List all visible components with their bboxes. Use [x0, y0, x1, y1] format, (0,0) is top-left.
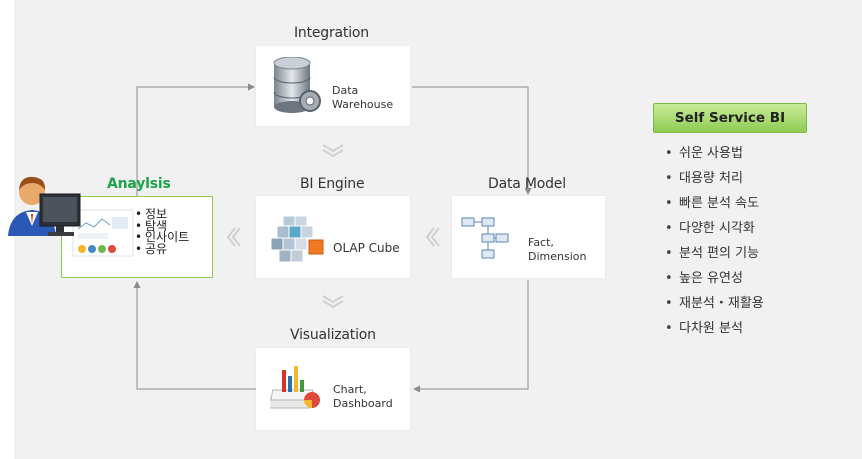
chevron-down-icon — [322, 144, 344, 158]
visualization-title: Visualization — [290, 327, 376, 343]
feature-item: •다차원 분석 — [665, 321, 743, 336]
analysis-card — [61, 196, 213, 278]
visualization-label-line1: Chart, — [333, 383, 367, 396]
chevron-left-icon — [425, 227, 440, 247]
olap-cube-icon — [270, 215, 324, 263]
integration-card: Data Warehouse — [256, 46, 410, 126]
integration-label-line2: Warehouse — [332, 98, 394, 111]
analysis-item: •정보 — [135, 207, 168, 221]
bi-engine-label: OLAP Cube — [333, 241, 400, 255]
integration-label-line1: Data — [332, 84, 359, 97]
schema-diagram-icon — [461, 217, 509, 259]
feature-item: •쉬운 사용법 — [665, 146, 743, 161]
connector-analysis-to-integration — [136, 83, 255, 196]
integration-title: Integration — [294, 25, 369, 41]
connector-datamodel-to-visualization — [413, 280, 529, 393]
feature-item: •높은 유연성 — [665, 271, 743, 286]
self-service-bi-badge: Self Service BI — [653, 103, 807, 133]
user-at-computer-icon — [8, 176, 81, 236]
feature-item: •분석 편의 기능 — [665, 246, 760, 261]
analysis-item: •인사이트 — [135, 230, 190, 244]
database-gear-icon — [273, 57, 321, 113]
data-model-title: Data Model — [488, 176, 566, 192]
visualization-card: Chart, Dashboard — [256, 348, 410, 430]
data-model-card: Fact, Dimension — [452, 196, 605, 278]
analysis-title: Anaylsis — [107, 176, 171, 192]
analysis-items: •정보 •탐색 •인사이트 •공유 — [135, 207, 190, 256]
bi-engine-title: BI Engine — [300, 176, 365, 192]
chevron-down-icon — [322, 295, 344, 309]
bi-engine-card: OLAP Cube — [256, 196, 410, 278]
feature-item: •다양한 시각화 — [665, 221, 755, 236]
connector-visualization-to-analysis — [133, 281, 256, 390]
feature-item: •대용량 처리 — [665, 171, 743, 186]
data-model-label-line1: Fact, — [528, 236, 554, 249]
chevron-left-icon — [226, 227, 241, 247]
dashboard-thumbnail-icon — [72, 209, 134, 257]
data-model-label-line2: Dimension — [528, 250, 587, 263]
analysis-item: •공유 — [135, 241, 168, 256]
chart-stack-icon — [270, 366, 320, 409]
feature-item: •빠른 분석 속도 — [665, 196, 760, 211]
self-service-features: •쉬운 사용법 •대용량 처리 •빠른 분석 속도 •다양한 시각화 •분석 편… — [665, 145, 764, 345]
connector-integration-to-datamodel — [412, 86, 532, 195]
feature-item: •재분석・재활용 — [665, 296, 764, 311]
visualization-label-line2: Dashboard — [333, 397, 393, 410]
analysis-item: •탐색 — [135, 218, 168, 233]
